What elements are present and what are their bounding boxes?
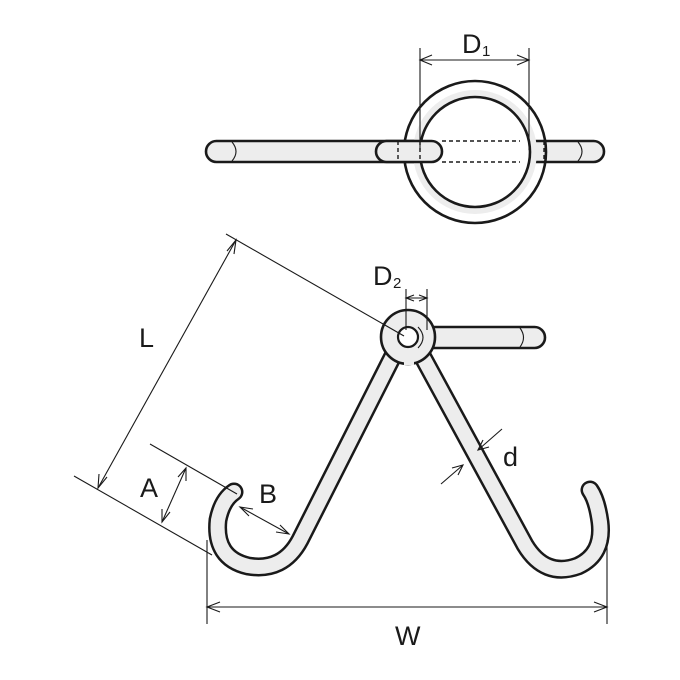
d2-label-sub: 2	[393, 275, 401, 292]
dimension-w: W	[205, 540, 609, 651]
l-extension-top	[225, 233, 405, 337]
b-arrow-left	[238, 506, 254, 517]
b-arrow-right	[275, 524, 291, 535]
dimension-l: L	[73, 233, 405, 556]
d2-arrow-left	[404, 294, 415, 302]
bar-hidden-lines	[442, 140, 520, 163]
l-arrow-bottom	[97, 473, 108, 490]
d1-arrow-right	[516, 54, 531, 66]
left-hook-body	[210, 345, 402, 574]
a-dimension-line	[161, 467, 187, 523]
l-arrow-top	[226, 238, 237, 255]
pin-eye-edge	[417, 326, 424, 349]
front-pin-end-line	[519, 327, 525, 348]
dimension-small-d: d	[440, 428, 518, 485]
d-arrow-lower	[451, 464, 465, 476]
eye-join-fill	[404, 355, 414, 365]
right-hook-body	[413, 345, 608, 577]
l-dimension-line	[97, 239, 237, 489]
dimension-d2: D 2	[373, 261, 429, 330]
d1-label-sub: 1	[482, 43, 490, 60]
b-label: B	[259, 479, 277, 509]
w-arrow-left	[205, 601, 221, 613]
d-leader-upper	[477, 428, 503, 451]
front-view	[208, 308, 611, 579]
w-arrow-right	[593, 601, 609, 613]
bar-right-end-line	[577, 141, 583, 162]
dimension-b: B	[238, 479, 291, 535]
dimension-d1: D 1	[418, 29, 531, 150]
a-arrow-bottom	[161, 509, 171, 524]
d1-arrow-left	[418, 54, 433, 66]
a-label: A	[140, 473, 158, 503]
d2-label: D	[373, 261, 393, 291]
l-label: L	[139, 323, 154, 353]
top-view	[204, 79, 606, 225]
w-label: W	[395, 621, 421, 651]
top-view-center-pin	[374, 139, 444, 164]
small-d-label: d	[503, 442, 518, 472]
front-view-pin	[416, 325, 547, 350]
a-extension-top	[149, 443, 238, 495]
d-leader-lower	[440, 464, 464, 485]
b-dimension-line	[239, 506, 290, 535]
d-arrow-upper	[476, 439, 490, 451]
l-extension-bottom	[73, 475, 213, 556]
d1-label: D	[462, 29, 482, 59]
d2-arrow-right	[418, 294, 429, 302]
dimension-a: A	[140, 443, 238, 524]
front-view-eye-inner	[396, 325, 420, 349]
a-arrow-top	[177, 466, 187, 481]
bar-left-end-line	[231, 141, 237, 162]
